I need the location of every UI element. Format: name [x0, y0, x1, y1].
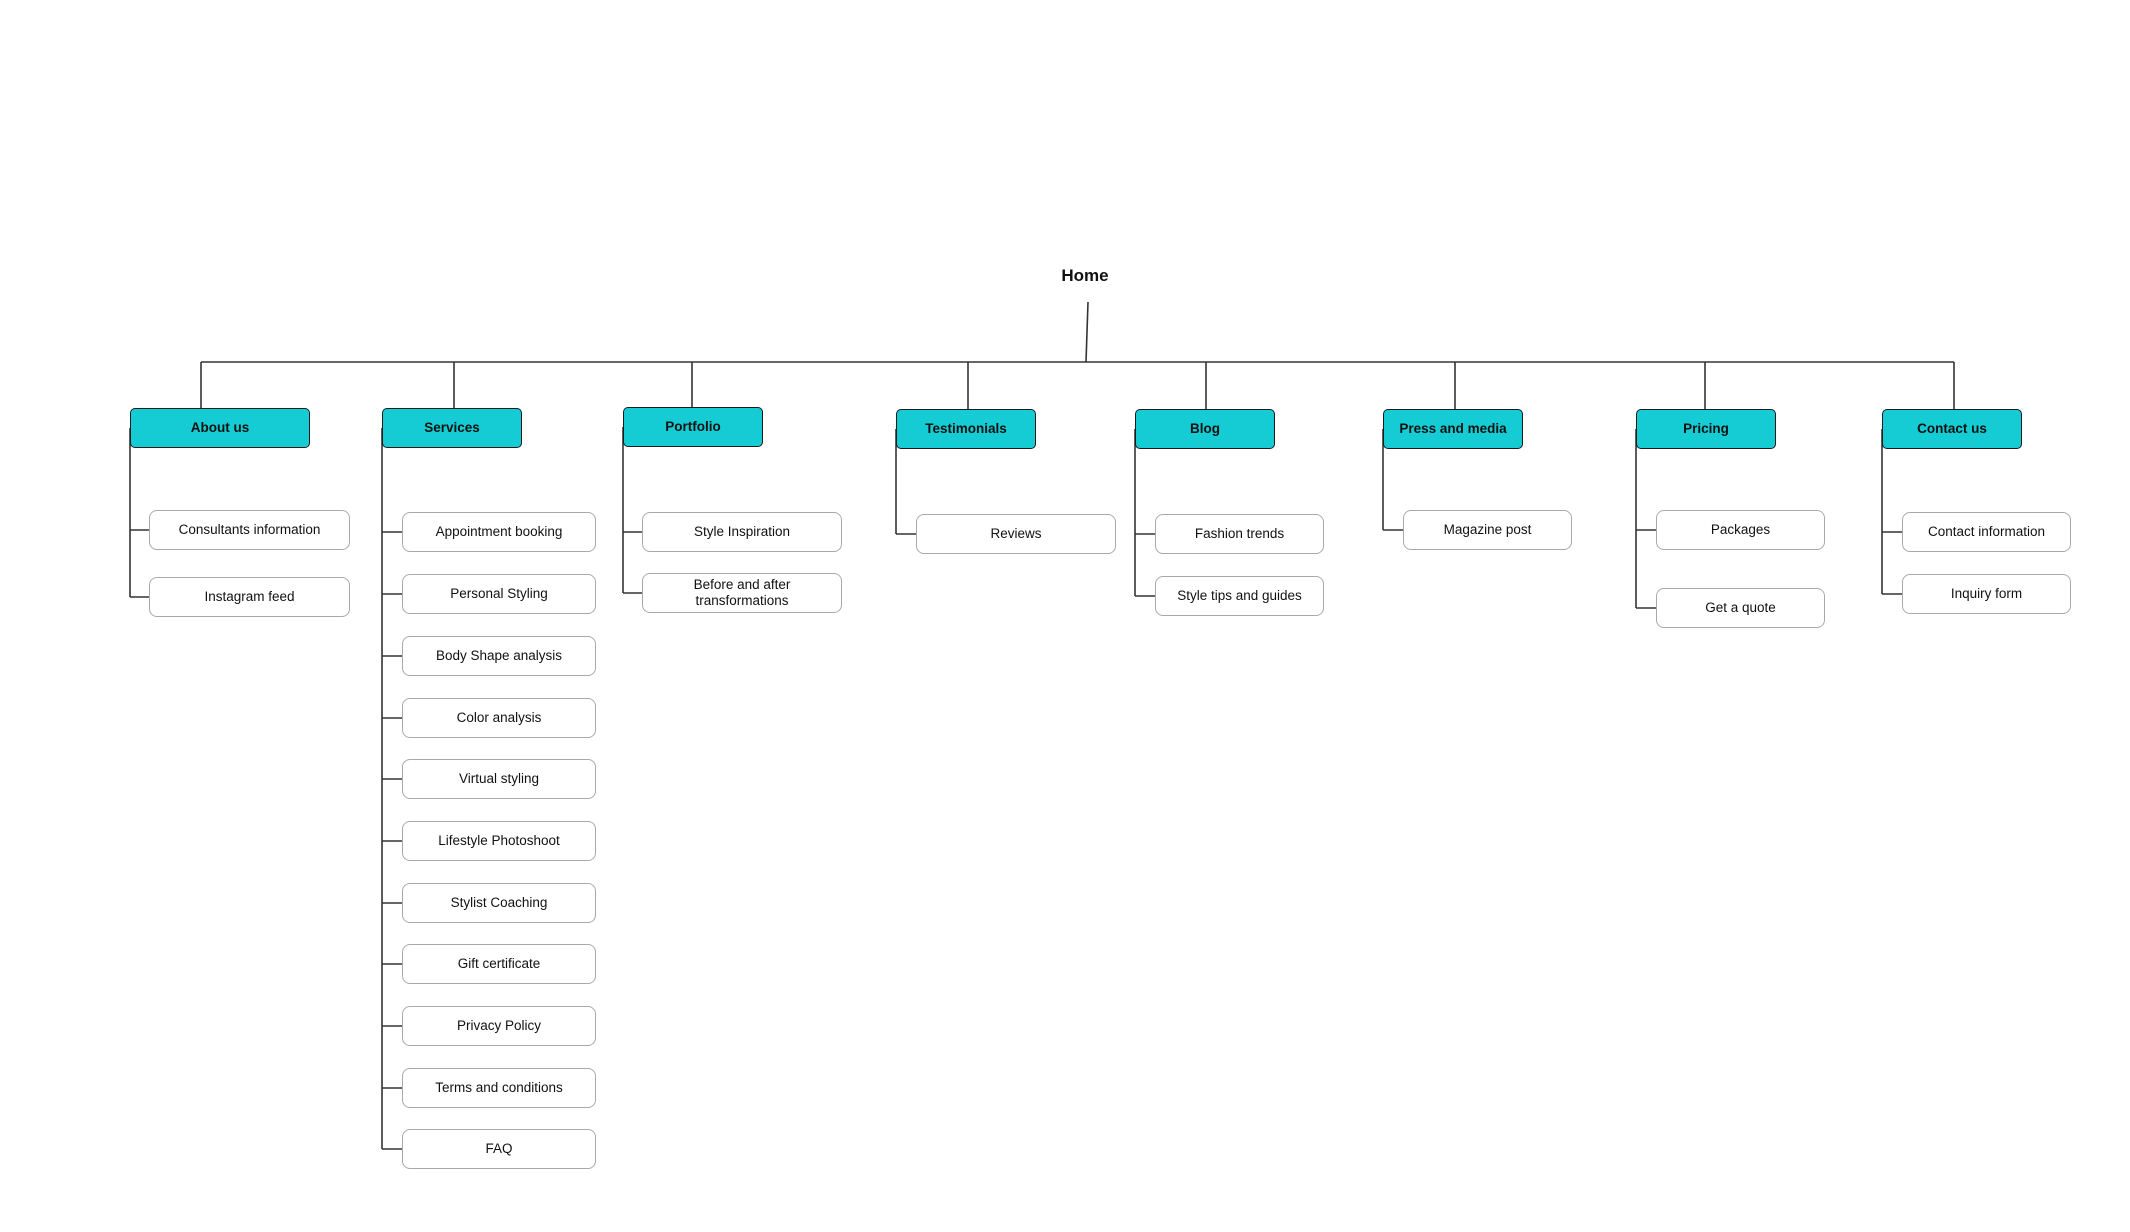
section-node-pricing: Pricing — [1636, 409, 1776, 449]
page-node-color-analysis: Color analysis — [402, 698, 596, 738]
page-node-consultants-information: Consultants information — [149, 510, 350, 550]
page-node-personal-styling: Personal Styling — [402, 574, 596, 614]
page-node-style-tips-and-guides: Style tips and guides — [1155, 576, 1324, 616]
section-node-contact-us: Contact us — [1882, 409, 2022, 449]
page-node-reviews: Reviews — [916, 514, 1116, 554]
page-node-instagram-feed: Instagram feed — [149, 577, 350, 617]
page-node-virtual-styling: Virtual styling — [402, 759, 596, 799]
section-node-services: Services — [382, 408, 522, 448]
page-node-gift-certificate: Gift certificate — [402, 944, 596, 984]
page-node-faq: FAQ — [402, 1129, 596, 1169]
page-node-appointment-booking: Appointment booking — [402, 512, 596, 552]
page-node-stylist-coaching: Stylist Coaching — [402, 883, 596, 923]
page-node-contact-information: Contact information — [1902, 512, 2071, 552]
section-node-about-us: About us — [130, 408, 310, 448]
section-node-portfolio: Portfolio — [623, 407, 763, 447]
page-node-packages: Packages — [1656, 510, 1825, 550]
section-node-press-and-media: Press and media — [1383, 409, 1523, 449]
page-node-terms-and-conditions: Terms and conditions — [402, 1068, 596, 1108]
section-node-testimonials: Testimonials — [896, 409, 1036, 449]
page-node-body-shape-analysis: Body Shape analysis — [402, 636, 596, 676]
page-node-fashion-trends: Fashion trends — [1155, 514, 1324, 554]
page-node-privacy-policy: Privacy Policy — [402, 1006, 596, 1046]
root-connector-line — [1085, 301, 1089, 363]
section-node-blog: Blog — [1135, 409, 1275, 449]
page-node-lifestyle-photoshoot: Lifestyle Photoshoot — [402, 821, 596, 861]
page-node-magazine-post: Magazine post — [1403, 510, 1572, 550]
root-node-home: Home — [1061, 266, 1109, 285]
page-node-before-and-after-transformations: Before and after transformations — [642, 573, 842, 613]
page-node-inquiry-form: Inquiry form — [1902, 574, 2071, 614]
page-node-style-inspiration: Style Inspiration — [642, 512, 842, 552]
page-node-get-a-quote: Get a quote — [1656, 588, 1825, 628]
